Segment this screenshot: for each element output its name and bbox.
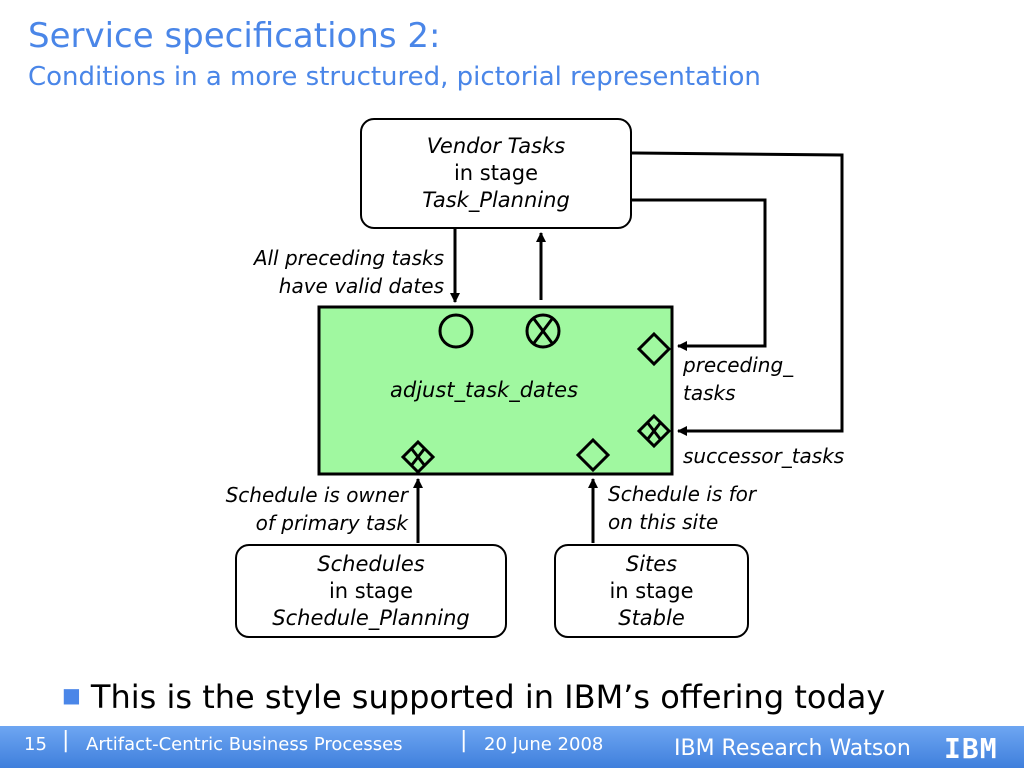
preceding-tasks-line2: tasks xyxy=(683,381,736,405)
footer-doc-title: Artifact-Centric Business Processes xyxy=(86,734,403,755)
vendor-tasks-name: Vendor Tasks xyxy=(426,134,566,158)
circle-x-marker xyxy=(525,313,561,349)
bullet-square-icon: ■ xyxy=(62,683,81,707)
schedules-stage-label: in stage xyxy=(328,578,414,603)
footer-date: 20 June 2008 xyxy=(484,734,604,755)
footer-separator: | xyxy=(62,728,70,753)
schedules-box: Schedules in stage Schedule_Planning xyxy=(235,544,507,638)
preceding-tasks-line1: preceding_ xyxy=(683,353,794,377)
footer-separator: | xyxy=(460,728,468,753)
diamond-marker-site xyxy=(575,437,611,473)
sites-name: Sites xyxy=(625,551,678,576)
arrow-successor-tasks xyxy=(631,151,844,436)
diamond-marker-preceding xyxy=(636,331,672,367)
circle-marker xyxy=(438,313,474,349)
bullet-point: ■ This is the style supported in IBM’s of… xyxy=(62,678,885,716)
condition-schedule-site-line1: Schedule is for xyxy=(608,482,757,506)
sites-stage: Stable xyxy=(618,605,685,630)
footer-org: IBM Research Watson xyxy=(674,736,911,761)
preceding-tasks-label: preceding_ tasks xyxy=(683,351,793,407)
slide-subtitle: Conditions in a more structured, pictori… xyxy=(28,62,761,92)
schedules-name: Schedules xyxy=(317,551,425,576)
diamond-x-marker-owner xyxy=(400,439,436,475)
sites-stage-label: in stage xyxy=(609,578,694,603)
ibm-logo: IBM xyxy=(944,732,998,765)
condition-schedule-owner-line1: Schedule is owner xyxy=(225,483,408,507)
footer-page-number: 15 xyxy=(24,734,47,755)
condition-preceding-valid-line1: All preceding tasks xyxy=(253,246,444,270)
slide-title: Service specifications 2: xyxy=(28,16,441,56)
sites-box: Sites in stage Stable xyxy=(554,544,749,638)
bullet-text: This is the style supported in IBM’s off… xyxy=(90,678,886,716)
successor-tasks-label: successor_tasks xyxy=(683,444,845,468)
condition-schedule-owner-line2: of primary task xyxy=(255,511,408,535)
schedules-stage: Schedule_Planning xyxy=(272,605,470,630)
service-label: adjust_task_dates xyxy=(390,378,579,402)
footer-bar: 15 | Artifact-Centric Business Processes… xyxy=(0,726,1024,768)
diamond-x-marker-successor xyxy=(636,413,672,449)
vendor-tasks-stage: Task_Planning xyxy=(422,188,570,212)
condition-preceding-valid-line2: have valid dates xyxy=(278,274,444,298)
condition-schedule-site-line2: on this site xyxy=(608,510,719,534)
service-box xyxy=(317,305,674,476)
vendor-tasks-box: Vendor Tasks in stage Task_Planning xyxy=(360,118,632,229)
condition-schedule-site: Schedule is for on this site xyxy=(608,480,756,536)
condition-preceding-valid: All preceding tasks have valid dates xyxy=(200,244,444,300)
vendor-tasks-stage-label: in stage xyxy=(453,161,539,185)
condition-schedule-owner: Schedule is owner of primary task xyxy=(180,481,408,537)
arrow-preceding-tasks xyxy=(632,198,767,351)
